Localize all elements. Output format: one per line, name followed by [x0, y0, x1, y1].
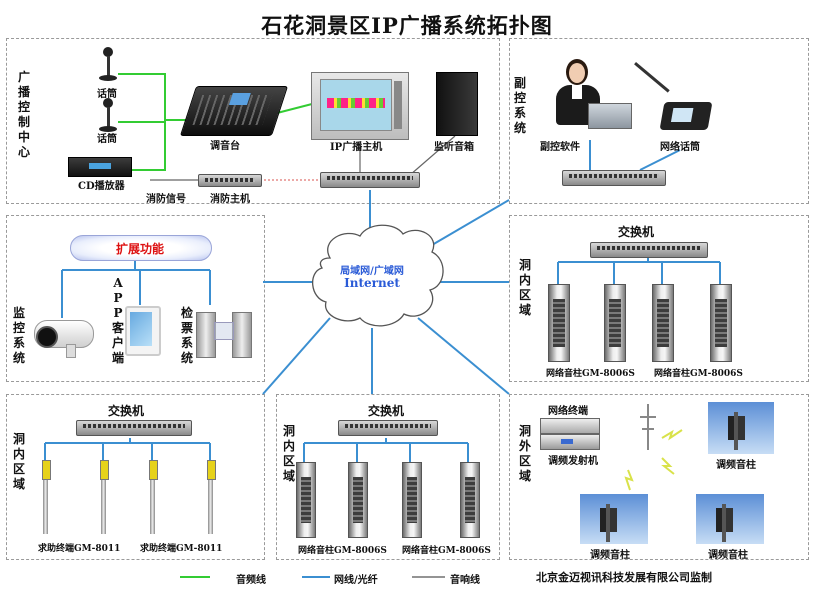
right-spk1-label: 网络音柱GM-8006S	[546, 369, 635, 379]
control-center-label: 广播控制中心	[17, 70, 30, 159]
microphone-icon	[96, 98, 120, 134]
cloud-line1: 局域网/广域网	[340, 266, 404, 277]
right-switch-icon	[590, 242, 708, 258]
mic2-label: 话筒	[97, 134, 117, 145]
right-spk2-label: 网络音柱GM-8006S	[654, 369, 743, 379]
monitor-speaker-icon	[436, 72, 478, 136]
fm-column-icon	[696, 494, 764, 544]
ip-host-label: IP广播主机	[330, 142, 383, 153]
network-terminal-icon	[540, 418, 600, 434]
network-speaker-icon	[604, 284, 626, 362]
network-speaker-icon	[296, 462, 316, 538]
fire-signal-label: 消防信号	[146, 194, 186, 205]
cd-player-icon	[68, 157, 132, 177]
fm-transmitter-icon	[540, 434, 600, 450]
camera-icon	[30, 316, 98, 358]
tablet-icon	[125, 306, 161, 356]
extension-badge	[70, 235, 212, 261]
right-switch-label: 交换机	[618, 225, 655, 239]
legend-audio-label: 音频线	[236, 575, 266, 586]
fire-host-label: 消防主机	[210, 194, 250, 205]
help-terminal-icon	[42, 460, 51, 534]
outer-area-label: 洞外区域	[518, 424, 531, 483]
sub-switch-icon	[562, 170, 666, 186]
antenna-icon	[640, 404, 656, 452]
net-mic-label: 网络话筒	[660, 142, 700, 153]
monitor-speaker-label: 监听音箱	[434, 142, 474, 153]
help-terminal-icon	[207, 460, 216, 534]
core-switch-icon	[320, 172, 420, 188]
extension-badge-label: 扩展功能	[115, 242, 165, 256]
fire-host-icon	[198, 174, 262, 187]
page-title: 石花洞景区IP广播系统拓扑图	[261, 13, 553, 38]
network-speaker-icon	[402, 462, 422, 538]
turnstile-icon	[196, 306, 252, 358]
mid-switch-label: 交换机	[368, 404, 405, 418]
help-switch-icon	[76, 420, 192, 436]
help-term1-label: 求助终端GM-8011	[38, 544, 121, 554]
footer-credit: 北京金迈视讯科技发展有限公司监制	[536, 571, 712, 584]
monitor-system-label: 监控系统	[12, 306, 25, 365]
fm-col3-label: 调频音柱	[708, 550, 748, 561]
mic1-label: 话筒	[97, 89, 117, 100]
ticket-system-label: 检票系统	[180, 306, 193, 365]
net-terminal-label: 网络终端	[548, 406, 588, 417]
cloud-line2: Internet	[344, 276, 400, 290]
help-terminal-icon	[100, 460, 109, 534]
fm-col2-label: 调频音柱	[590, 550, 630, 561]
help-terminal-icon	[149, 460, 158, 534]
network-speaker-icon	[348, 462, 368, 538]
ip-host-icon	[311, 72, 409, 140]
legend-network-label: 网线/光纤	[334, 575, 378, 586]
sub-control-label: 副控系统	[513, 76, 526, 135]
fm-tx-label: 调频发射机	[548, 456, 598, 467]
fm-column-icon	[708, 402, 774, 454]
right-area-label: 洞内区域	[518, 258, 531, 317]
legend-speaker-label: 音响线	[450, 575, 480, 586]
fm-col1-label: 调频音柱	[716, 460, 756, 471]
help-switch-label: 交换机	[108, 404, 145, 418]
sub-software-label: 副控软件	[540, 142, 580, 153]
microphone-icon	[96, 47, 120, 83]
app-client-label: APP客户端	[111, 276, 124, 365]
help-term2-label: 求助终端GM-8011	[140, 544, 223, 554]
network-speaker-icon	[710, 284, 732, 362]
network-speaker-icon	[460, 462, 480, 538]
help-area-label: 洞内区域	[12, 432, 25, 491]
fm-column-icon	[580, 494, 648, 544]
mid-switch-icon	[338, 420, 438, 436]
mid-area-label: 洞内区域	[282, 424, 295, 483]
network-speaker-icon	[548, 284, 570, 362]
cd-player-label: CD播放器	[78, 181, 125, 192]
operator-icon	[538, 55, 632, 135]
mixer-label: 调音台	[210, 141, 240, 152]
network-speaker-icon	[652, 284, 674, 362]
mid-spk2-label: 网络音柱GM-8006S	[402, 546, 491, 556]
mid-spk1-label: 网络音柱GM-8006S	[298, 546, 387, 556]
